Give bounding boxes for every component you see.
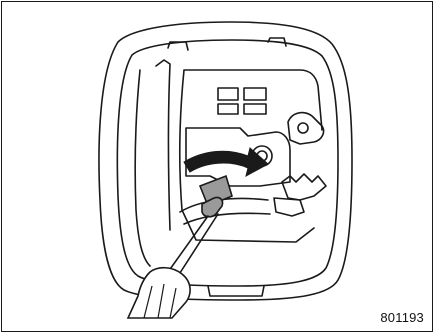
screwdriver-shaft: [168, 214, 218, 276]
inner-left-wall-2: [156, 60, 170, 230]
lid-lower-curve: [180, 199, 268, 213]
window-left-lower: [218, 104, 238, 114]
inner-left-wall: [135, 70, 150, 266]
bottom-notch: [208, 286, 264, 296]
hinge-hole: [298, 123, 308, 133]
window-left: [218, 88, 238, 100]
lid-lower-curve-2: [184, 213, 270, 224]
latch-teeth: [282, 174, 326, 200]
rotation-arrow-icon: [184, 148, 268, 176]
latch-body: [274, 198, 304, 216]
hinge-bracket: [288, 113, 324, 144]
window-right-lower: [244, 104, 266, 114]
figure-code: 801193: [380, 310, 424, 325]
window-right: [244, 88, 266, 100]
